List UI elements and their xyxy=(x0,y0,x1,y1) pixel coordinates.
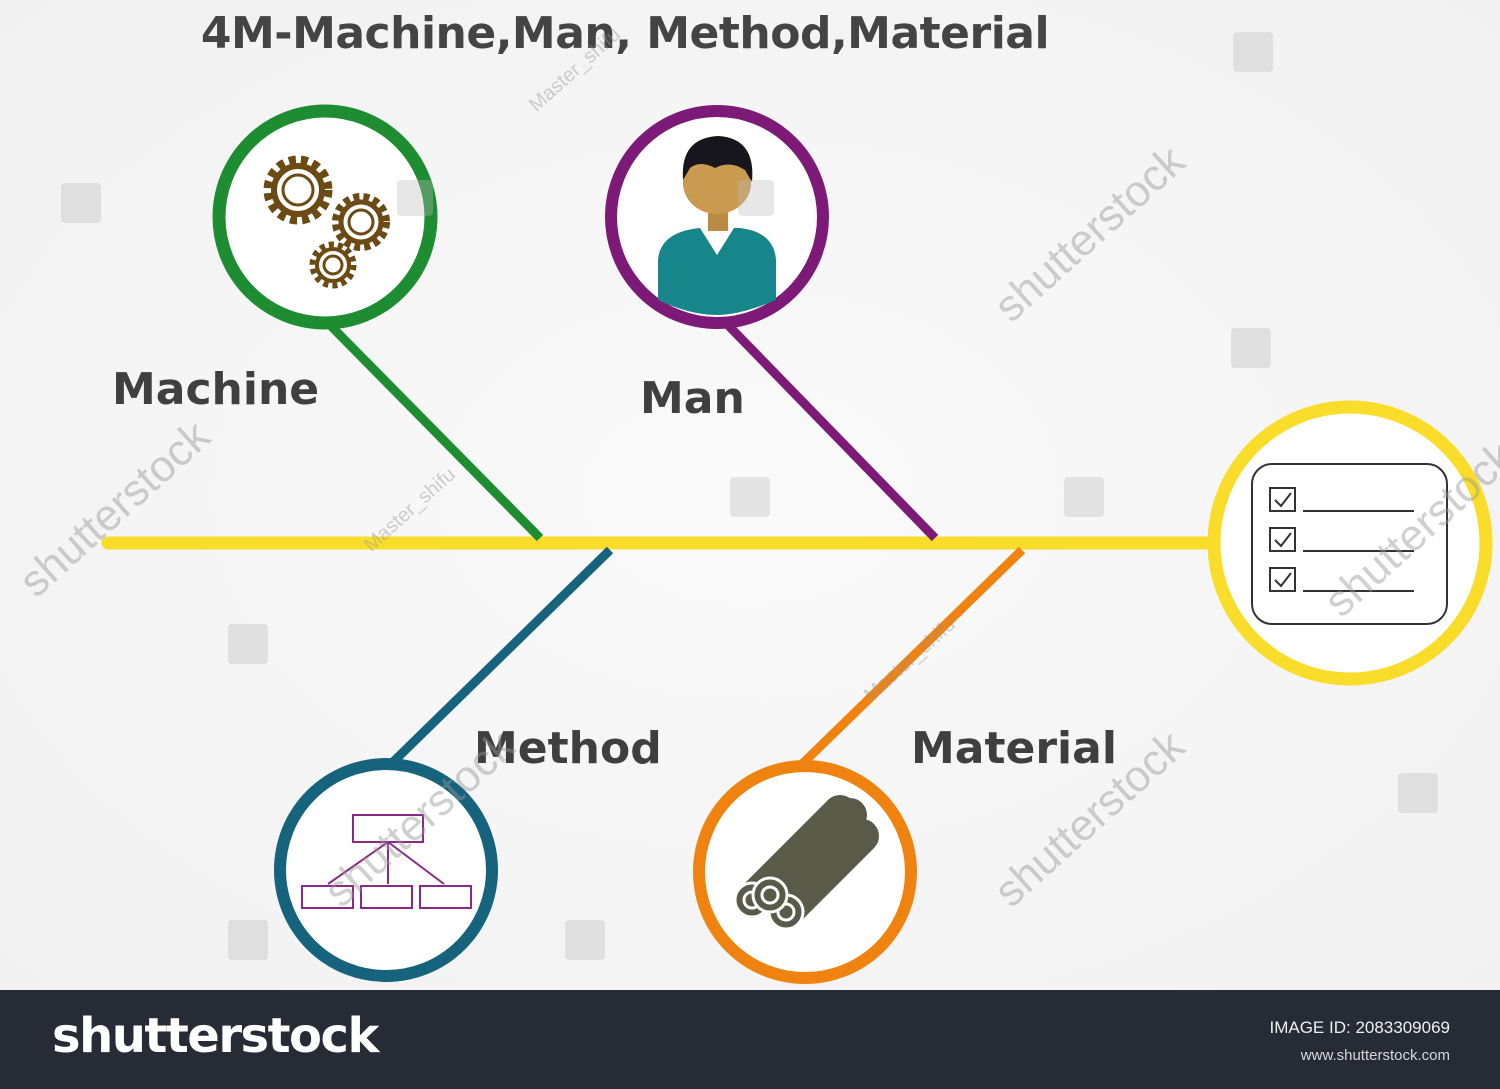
diagram-canvas: 4M-Machine,Man, Method,Material Machine … xyxy=(0,0,1500,990)
material-bone xyxy=(794,546,1026,772)
method-node xyxy=(274,758,498,982)
effect-node xyxy=(1207,400,1493,686)
watermark-glyphs xyxy=(61,32,1438,960)
machine-node xyxy=(212,104,438,330)
checklist-icon xyxy=(1251,463,1448,625)
flowchart-icon xyxy=(301,814,472,909)
method-label: Method xyxy=(474,723,662,774)
machine-label: Machine xyxy=(112,364,320,415)
man-label: Man xyxy=(640,373,745,424)
footer-brand: shutterstock xyxy=(52,1008,379,1064)
footer-image-id: IMAGE ID: 2083309069 xyxy=(1269,1018,1450,1037)
method-bone xyxy=(386,546,614,769)
footer-site: www.shutterstock.com xyxy=(1300,1047,1450,1064)
material-label: Material xyxy=(911,723,1117,774)
diagram-title: 4M-Machine,Man, Method,Material xyxy=(200,8,1050,59)
footer-bar: shutterstock IMAGE ID: 2083309069 www.sh… xyxy=(0,990,1500,1089)
fishbone-diagram xyxy=(61,32,1493,984)
material-node xyxy=(693,760,917,984)
man-bone xyxy=(721,318,939,542)
person-icon xyxy=(658,136,776,315)
gears-icon xyxy=(263,155,390,289)
man-node xyxy=(605,105,829,329)
pipes-icon xyxy=(733,795,879,931)
machine-bone xyxy=(326,321,544,542)
